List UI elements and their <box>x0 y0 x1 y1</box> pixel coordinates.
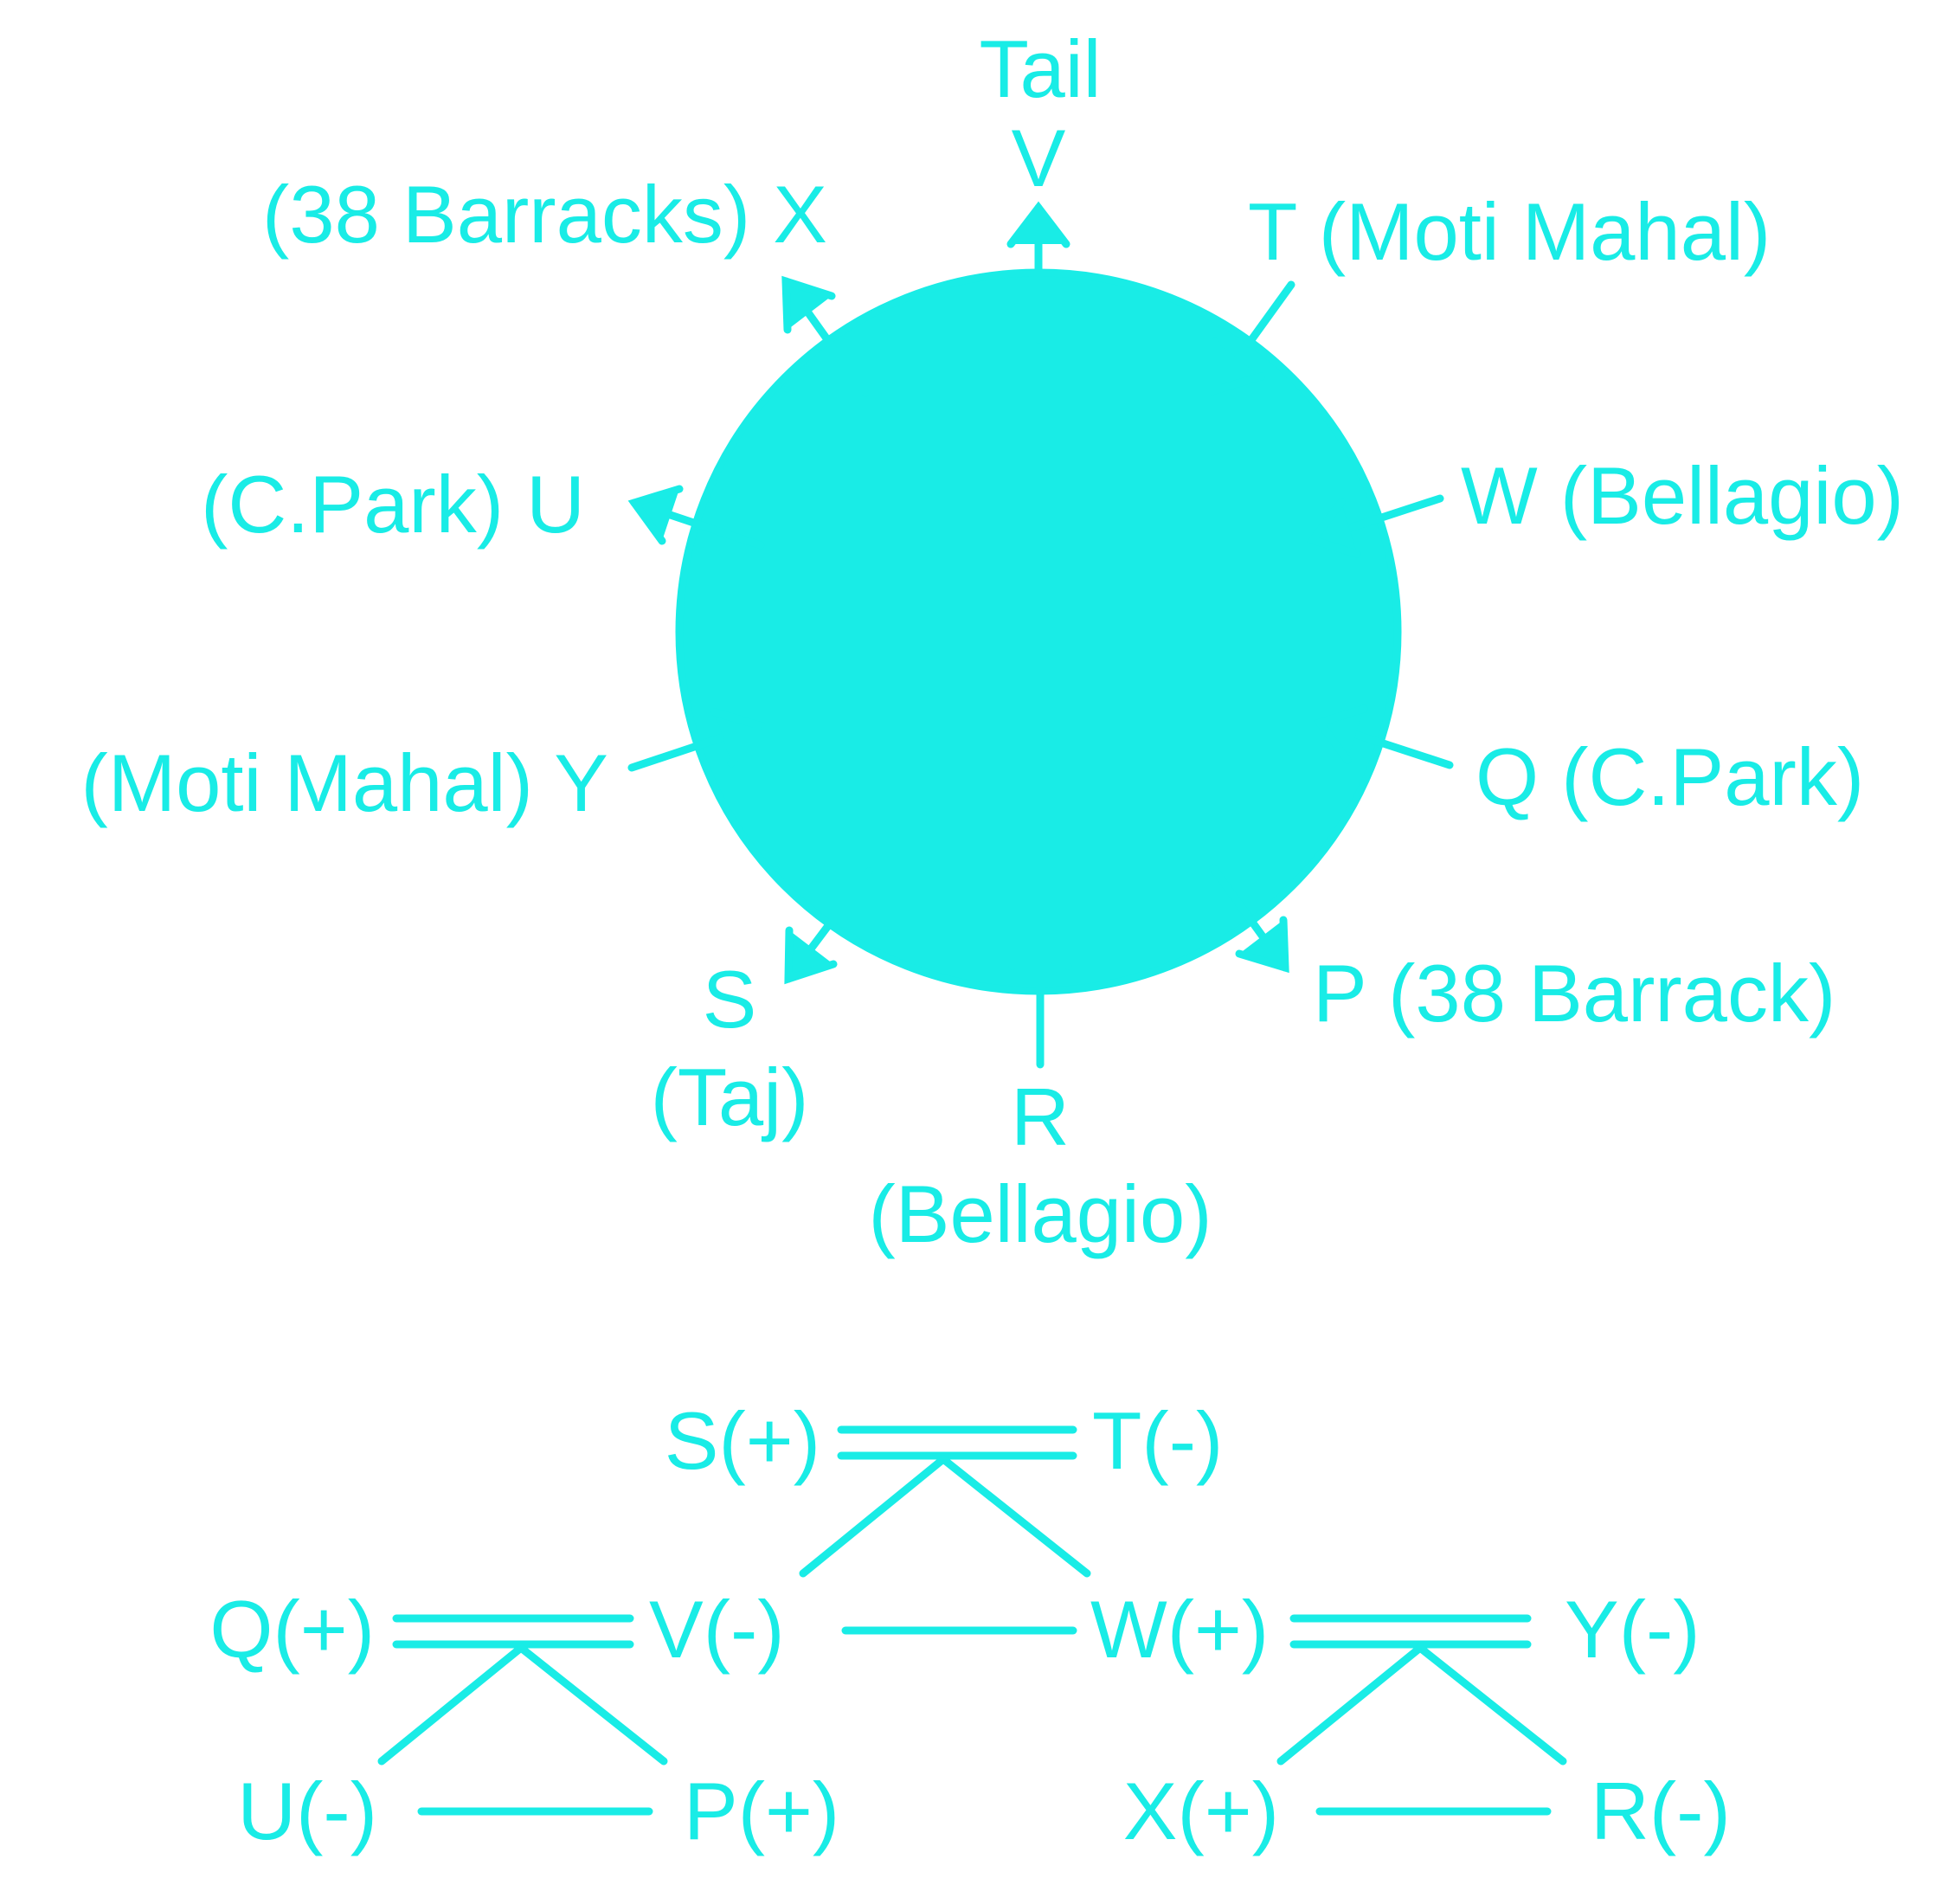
label-q: Q (C.Park) <box>1475 731 1864 822</box>
label-x: (38 Barracks) X <box>262 169 827 260</box>
arrow-q-inward <box>1313 704 1454 769</box>
arrow-r-inward <box>1008 923 1072 1069</box>
arrow-w-inward <box>1306 494 1444 558</box>
tree-label-r: R(-) <box>1591 1766 1731 1856</box>
arrow-s-outward <box>784 867 873 985</box>
label-s: S <box>703 954 757 1045</box>
couple-line-w-y <box>1289 1614 1532 1649</box>
tree-label-p: P(+) <box>684 1766 839 1856</box>
tree-label-y: Y(-) <box>1565 1584 1700 1675</box>
tree-label-u: U(-) <box>237 1766 377 1856</box>
arrow-p-outward <box>1209 864 1289 974</box>
arrow-u-outward <box>627 485 765 550</box>
tree-label-w: W(+) <box>1090 1584 1269 1675</box>
tree-label-q: Q(+) <box>209 1584 375 1675</box>
tree-label-t: T(-) <box>1092 1395 1223 1486</box>
label-r-venue: (Bellagio) <box>868 1168 1212 1259</box>
arrow-v-outward <box>1006 201 1070 344</box>
couple-line-s-t <box>837 1425 1077 1460</box>
circular-table <box>675 268 1402 995</box>
label-v: V <box>1012 113 1066 203</box>
arrow-x-outward <box>781 275 870 397</box>
arrow-y-inward <box>627 708 766 772</box>
label-t: T (Moti Mahal) <box>1248 186 1771 277</box>
label-w: W (Bellagio) <box>1461 450 1904 541</box>
tree-label-x: X(+) <box>1123 1766 1279 1856</box>
couple-line-q-v <box>392 1614 634 1649</box>
tree-label-v: V(-) <box>649 1584 785 1675</box>
label-y: (Moti Mahal) Y <box>81 737 608 828</box>
label-tail: Tail <box>979 23 1101 114</box>
children-of-s-t <box>799 1455 1091 1578</box>
tree-label-s: S(+) <box>665 1395 820 1486</box>
children-of-q-v <box>377 1643 668 1766</box>
children-of-w-y <box>1276 1643 1567 1766</box>
label-r: R <box>1011 1071 1070 1162</box>
arrow-t-inward <box>1211 280 1295 396</box>
label-p: P (38 Barrack) <box>1313 948 1835 1039</box>
label-s-venue: (Taj) <box>651 1052 809 1142</box>
label-u: (C.Park) U <box>201 459 585 550</box>
